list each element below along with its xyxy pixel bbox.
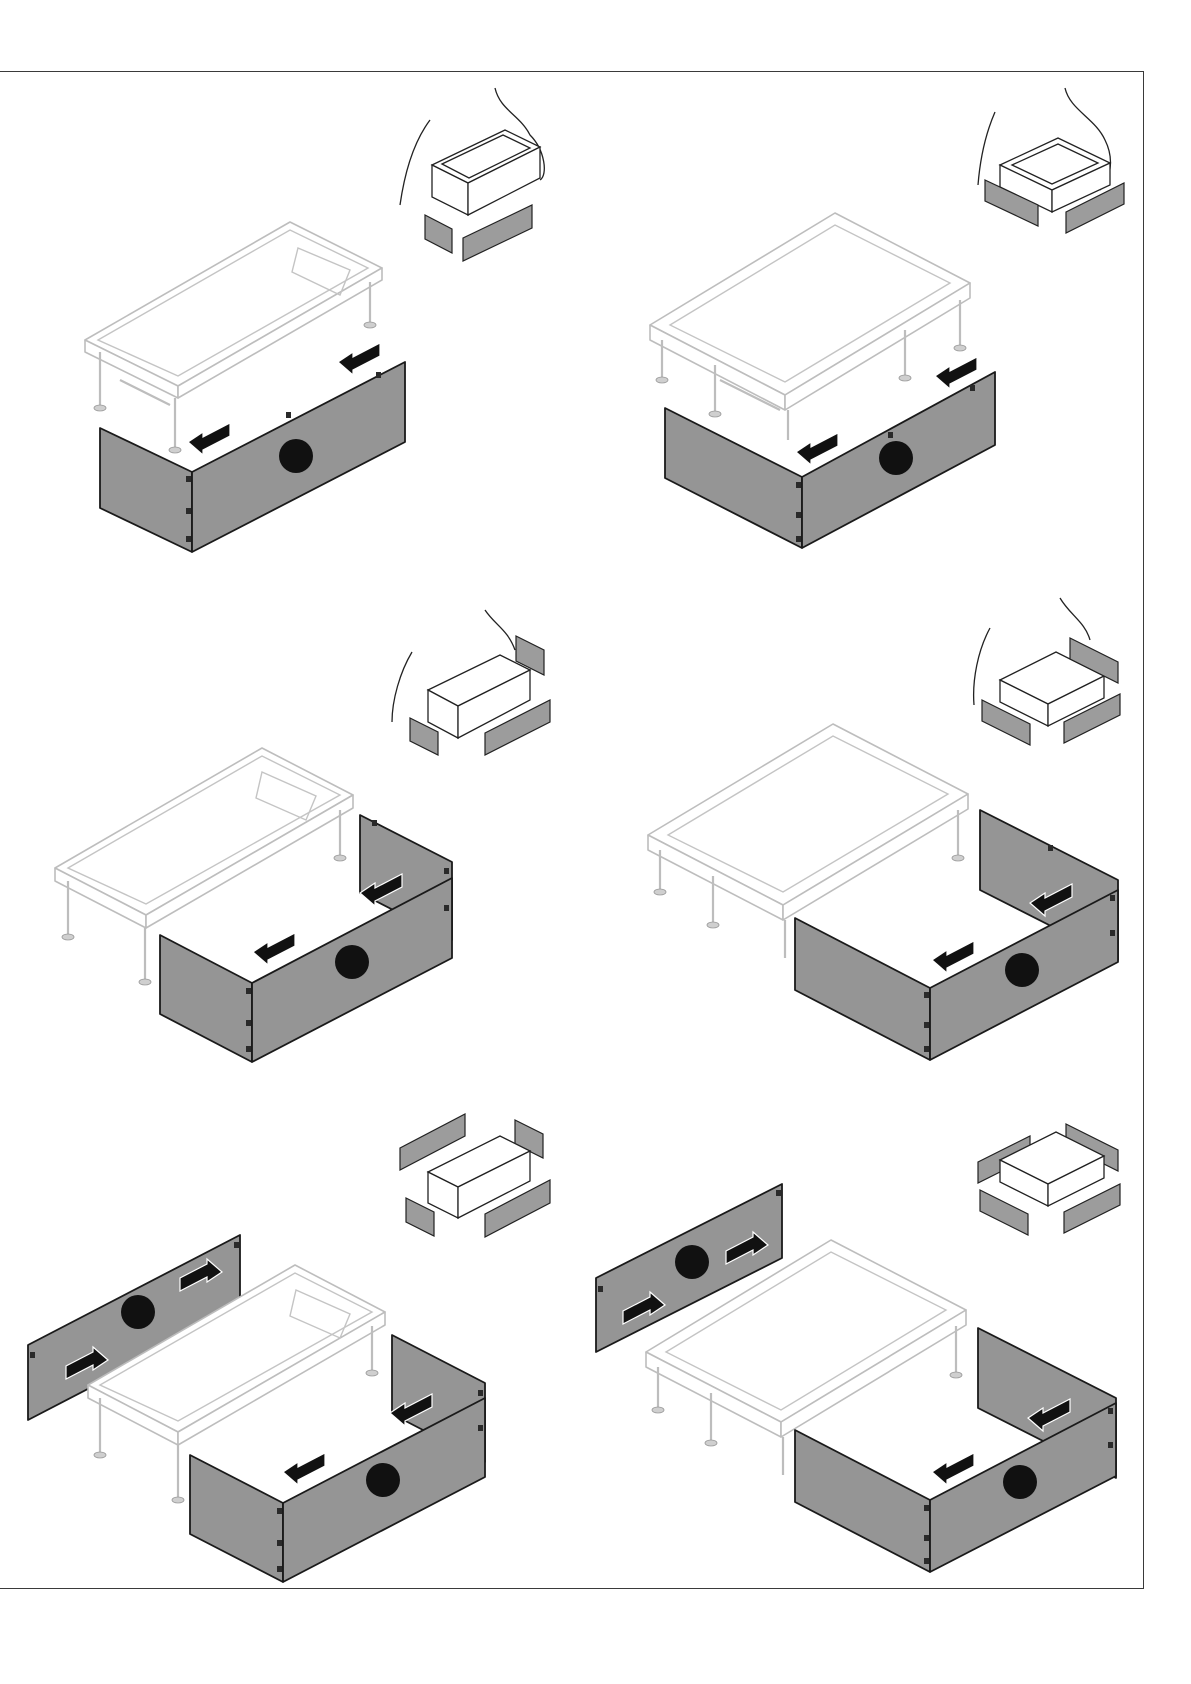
- end-panel: [665, 408, 802, 548]
- bathtub-square: [648, 724, 968, 958]
- end-panel: [160, 935, 252, 1062]
- step-marker-dot: [879, 441, 913, 475]
- step-marker-dot: [121, 1295, 155, 1329]
- thumbnail-rect-tub: [400, 1114, 550, 1237]
- step-row1-right: [650, 88, 1124, 548]
- thumbnail-square-tub: [974, 598, 1120, 745]
- push-arrow: [253, 933, 295, 965]
- step-row3-right: [596, 1124, 1120, 1572]
- step-marker-dot: [1003, 1465, 1037, 1499]
- thumbnail-square-tub: [978, 88, 1124, 233]
- step-marker-dot: [675, 1245, 709, 1279]
- thumbnail-rect-tub: [392, 610, 550, 755]
- push-arrow: [283, 1453, 325, 1485]
- push-arrow: [338, 343, 380, 375]
- thumbnail-square-tub: [978, 1124, 1120, 1235]
- step-marker-dot: [366, 1463, 400, 1497]
- end-panel: [795, 918, 930, 1060]
- step-row1-left: [85, 88, 544, 552]
- push-arrow: [188, 423, 230, 455]
- bathtub-square: [650, 213, 970, 440]
- end-panel: [100, 428, 192, 552]
- end-panel: [795, 1430, 930, 1572]
- step-row2-right: [648, 598, 1120, 1060]
- step-marker-dot: [335, 945, 369, 979]
- bathtub-rectangular: [55, 748, 353, 985]
- step-marker-dot: [1005, 953, 1039, 987]
- step-row3-left: [28, 1114, 550, 1582]
- step-marker-dot: [279, 439, 313, 473]
- end-panel: [190, 1455, 283, 1582]
- step-row2-left: [55, 610, 550, 1062]
- thumbnail-rect-tub: [400, 88, 544, 261]
